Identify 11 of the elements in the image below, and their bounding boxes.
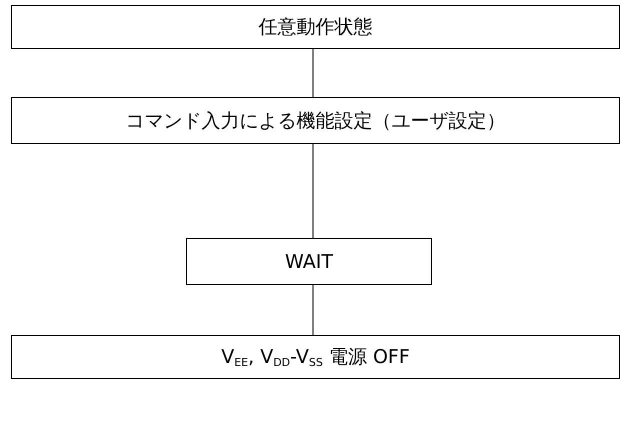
process-box (11, 335, 620, 379)
box-label: コマンド入力による機能設定（ユーザ設定） (126, 108, 506, 134)
process-box (186, 238, 432, 285)
process-box (11, 5, 620, 49)
connector-line (312, 284, 314, 336)
box-label: 任意動作状態 (258, 15, 372, 40)
connector-line (312, 48, 314, 98)
box-label: V$_{EE}$, V$_{DD}$-V$_{SS}$ 電源 OFF (221, 345, 410, 370)
box-label: WAIT (285, 250, 333, 272)
connector-line (312, 144, 314, 238)
process-box (11, 97, 620, 144)
